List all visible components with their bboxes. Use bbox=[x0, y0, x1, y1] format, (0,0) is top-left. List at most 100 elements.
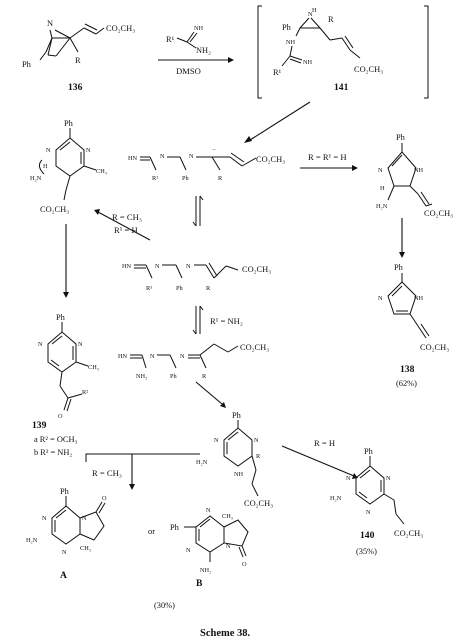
equilibrium-arrows-1 bbox=[192, 195, 204, 227]
equilibrium-arrows-2 bbox=[192, 305, 204, 335]
ph-140: Ph bbox=[364, 447, 374, 456]
ester-dihydro: CO₂CH₃ bbox=[40, 205, 69, 214]
compound-136: N Ph R CO₂CH₃ 136 bbox=[22, 19, 135, 93]
compound-139a: a R² = OCH₃ bbox=[34, 435, 78, 444]
atom-n-141: N bbox=[308, 11, 313, 18]
cond-r-ch3: R = CH₃ bbox=[112, 212, 142, 222]
neutral-chain: HN R¹ N Ph N R CO₂CH₃ bbox=[122, 262, 271, 292]
arrowhead-4 bbox=[399, 252, 405, 258]
n-a-3: N bbox=[62, 549, 67, 556]
h2n-dihydro: H₂N bbox=[30, 175, 42, 182]
nh-imine-141: NH bbox=[303, 59, 313, 66]
arrow-to-140 bbox=[281, 445, 355, 477]
reagent-amidine: R¹ NH NH₂ bbox=[166, 25, 211, 55]
nh-triazine: NH bbox=[234, 471, 244, 478]
r1-anion: R¹ bbox=[152, 175, 158, 182]
ph-138: Ph bbox=[394, 263, 404, 272]
n-dihydro-1: N bbox=[46, 147, 51, 154]
cond-r-h: R = H bbox=[314, 438, 335, 448]
compound-136-label: 136 bbox=[68, 82, 83, 93]
compound-141-label: 141 bbox=[334, 82, 349, 93]
ph-chain: Ph bbox=[176, 285, 184, 292]
n-a-1: N bbox=[42, 515, 47, 522]
h2n-140: H₂N bbox=[330, 495, 342, 502]
n-b-1: N bbox=[206, 507, 211, 514]
n-138: N bbox=[378, 295, 383, 302]
reagent-nh2: NH₂ bbox=[196, 46, 211, 55]
nh-138: NH bbox=[414, 295, 424, 302]
cond-r1-nh2: R¹ = NH₂ bbox=[210, 316, 243, 326]
n-140-3: N bbox=[366, 509, 371, 516]
ph-a: Ph bbox=[60, 487, 70, 496]
yield-138: (62%) bbox=[396, 379, 417, 388]
ester-bis: CO₂CH₃ bbox=[240, 343, 269, 352]
ch3-139: CH₃ bbox=[88, 364, 99, 371]
n-triazine-2: N bbox=[254, 437, 259, 444]
n-bis-1: N bbox=[150, 353, 155, 360]
o-b: O bbox=[242, 561, 247, 568]
n-139-1: N bbox=[38, 341, 43, 348]
n-imidazoline: N bbox=[378, 167, 383, 174]
arrowhead-6 bbox=[63, 292, 69, 298]
n-anion-2: N bbox=[189, 153, 194, 160]
h-dihydro: H bbox=[43, 163, 48, 170]
yield-140: (35%) bbox=[356, 547, 377, 556]
o-139: O bbox=[58, 413, 63, 420]
n-chain-1: N bbox=[155, 263, 160, 270]
nh-141: NH bbox=[286, 39, 296, 46]
hn-bis: HN bbox=[118, 353, 128, 360]
hn-anion: HN bbox=[128, 155, 138, 162]
n-140-2: N bbox=[386, 475, 391, 482]
nh2-b: NH₂ bbox=[200, 567, 211, 574]
arrowhead-7 bbox=[220, 402, 226, 408]
ester-chain: CO₂CH₃ bbox=[242, 265, 271, 274]
n-139-2: N bbox=[78, 341, 83, 348]
ch3-b: CH₃ bbox=[222, 513, 233, 520]
phenyl-label: Ph bbox=[22, 60, 32, 69]
compound-b-label: B bbox=[196, 578, 203, 589]
ph-bis: Ph bbox=[170, 373, 178, 380]
ester-anion: CO₂CH₃ bbox=[256, 155, 285, 164]
ph-b: Ph bbox=[170, 523, 180, 532]
compound-138: Ph N NH CO₂CH₃ 138 (62%) bbox=[378, 263, 449, 388]
ph-139: Ph bbox=[56, 313, 66, 322]
dihydrotriazine: Ph N N NH H₂N R CO₂CH₃ bbox=[196, 411, 273, 508]
curved-arrow bbox=[38, 159, 45, 175]
n-b-2: N bbox=[186, 547, 191, 554]
bracket-141 bbox=[257, 5, 429, 99]
compound-139b: b R² = NH₂ bbox=[34, 448, 72, 457]
r2-139: R² bbox=[82, 389, 88, 396]
arrow-to-triazine bbox=[195, 381, 223, 405]
reagent-r1: R¹ bbox=[166, 35, 175, 44]
r-anion: R bbox=[218, 175, 223, 182]
ester-138: CO₂CH₃ bbox=[420, 343, 449, 352]
compound-141: N H Ph R NH NH R¹ CO₂CH₃ 141 bbox=[273, 7, 383, 93]
ph-dihydro: Ph bbox=[64, 119, 74, 128]
atom-h-141: H bbox=[312, 7, 317, 14]
n-a-2: N bbox=[82, 515, 87, 522]
n-b-3: N bbox=[226, 543, 231, 550]
h-imidazoline: H bbox=[380, 185, 385, 192]
ch3-a: CH₃ bbox=[80, 545, 91, 552]
compound-138-label: 138 bbox=[400, 364, 415, 375]
phenyl-141: Ph bbox=[282, 23, 292, 32]
r-label: R bbox=[75, 56, 81, 65]
ph-anion: Ph bbox=[182, 175, 190, 182]
n-chain-2: N bbox=[186, 263, 191, 270]
scheme-caption: Scheme 38. bbox=[200, 628, 251, 639]
h2n-a: H₂N bbox=[26, 537, 38, 544]
yield-ab: (30%) bbox=[154, 601, 175, 610]
r1-chain: R¹ bbox=[146, 285, 152, 292]
compound-140-label: 140 bbox=[360, 530, 375, 541]
n-bis-2: N bbox=[180, 353, 185, 360]
ph-triazine: Ph bbox=[232, 411, 242, 420]
compound-b: Ph N N N NH₂ CH₃ O B bbox=[170, 507, 249, 589]
compound-139: Ph N N CH₃ R² O 139 a R² = OCH₃ b R² = N… bbox=[32, 313, 99, 457]
r1-141: R¹ bbox=[273, 68, 282, 77]
nh-imidazoline: NH bbox=[414, 167, 424, 174]
n-dihydro-2: N bbox=[86, 147, 91, 154]
arrowhead-1 bbox=[228, 57, 234, 63]
cond-to-138: R = R¹ = H bbox=[308, 152, 347, 162]
ester-label: CO₂CH₃ bbox=[106, 24, 135, 33]
